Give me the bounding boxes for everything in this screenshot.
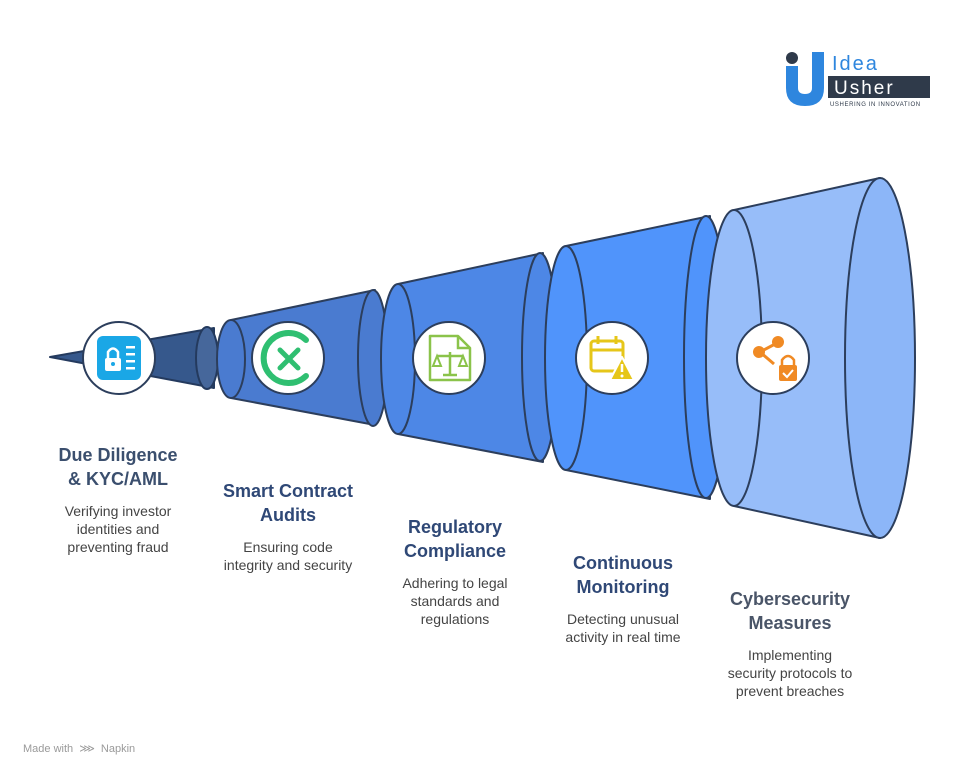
- step-2-title: Smart Contract Audits: [222, 481, 354, 525]
- step-3-title: Regulatory Compliance: [403, 517, 507, 561]
- step-2-description: Ensuring code integrity and security: [223, 539, 353, 573]
- step-5-description: Implementing security protocols to preve…: [727, 647, 853, 699]
- napkin-brand: Napkin: [100, 743, 136, 755]
- step-icon-2: [251, 321, 325, 395]
- step-icon-5: [736, 321, 810, 395]
- step-3-text: Regulatory Compliance Adhering to legal …: [375, 515, 535, 628]
- document-scales-icon: [428, 334, 472, 382]
- step-3-description: Adhering to legal standards and regulati…: [402, 575, 508, 627]
- made-with-label: Made with: [23, 743, 74, 755]
- step-icon-3: [412, 321, 486, 395]
- calendar-warning-icon: [589, 336, 635, 381]
- step-1-text: Due Diligence & KYC/AML Verifying invest…: [38, 443, 198, 556]
- logo-word-idea: Idea: [832, 53, 879, 75]
- step-1-description: Verifying investor identities and preven…: [64, 503, 172, 555]
- contract-x-icon: [260, 330, 309, 386]
- step-4-text: Continuous Monitoring Detecting unusual …: [538, 551, 708, 646]
- step-icon-1: [82, 321, 156, 395]
- made-with-footer: Made with ⋙ Napkin: [23, 742, 135, 755]
- step-1-title: Due Diligence & KYC/AML: [58, 445, 178, 489]
- share-lock-icon: [753, 336, 797, 381]
- napkin-icon: ⋙: [79, 743, 95, 755]
- step-2-text: Smart Contract Audits Ensuring code inte…: [198, 479, 378, 574]
- logo-word-usher: Usher: [834, 78, 895, 99]
- step-4-title: Continuous Monitoring: [573, 553, 673, 597]
- step-icon-4: [575, 321, 649, 395]
- idea-usher-logo: Idea Usher USHERING IN INNOVATION: [786, 52, 930, 108]
- lock-id-card-icon: [97, 336, 141, 380]
- step-5-text: Cybersecurity Measures Implementing secu…: [700, 587, 880, 700]
- logo-tagline: USHERING IN INNOVATION: [830, 102, 921, 108]
- step-5-title: Cybersecurity Measures: [729, 589, 851, 633]
- step-4-description: Detecting unusual activity in real time: [565, 611, 681, 645]
